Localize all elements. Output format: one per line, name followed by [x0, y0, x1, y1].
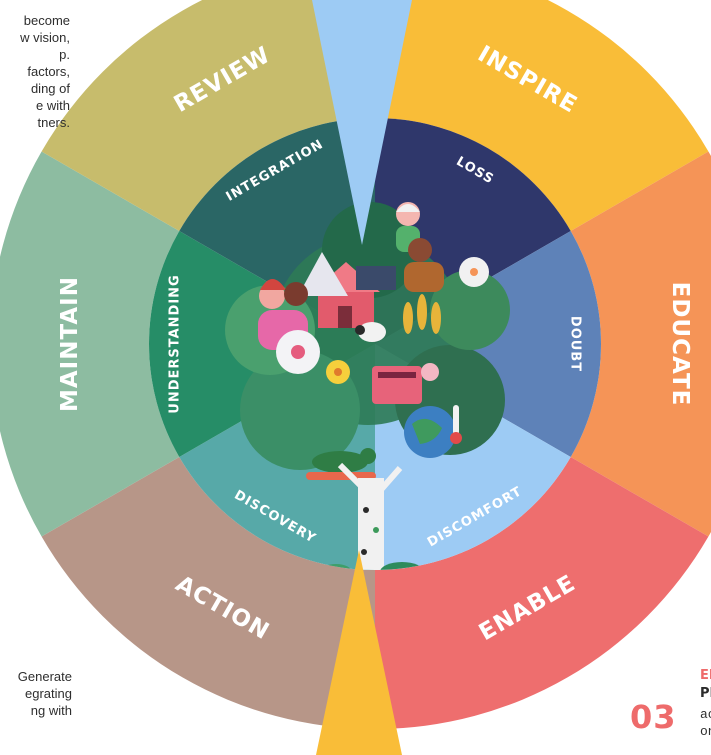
- step-subtitle: PL: [700, 686, 711, 701]
- outer_ring-label-educate: EDUCATE: [667, 282, 693, 407]
- side-text-top-left: become w vision, p. factors, ding of e w…: [20, 13, 70, 130]
- bird: [312, 451, 368, 473]
- outer-sector-inspire: [375, 0, 709, 231]
- step-body: ac on: [700, 707, 711, 739]
- thermometer: [453, 405, 459, 435]
- outer-sector-action: [41, 457, 375, 729]
- inner_ring-label-understanding: UNDERSTANDING: [168, 274, 183, 413]
- outer_ring-label-maintain: MAINTAIN: [57, 276, 83, 412]
- side-text-bottom-left: Generate egrating ng with: [17, 669, 72, 718]
- pointer-top: [312, 0, 412, 245]
- outer-ring: [0, 0, 711, 729]
- step-title: EI: [700, 668, 711, 683]
- sheep: [358, 322, 386, 342]
- wheat: [403, 294, 441, 334]
- outer-sector-educate: [570, 151, 711, 537]
- inner_ring-label-doubt: DOUBT: [568, 316, 583, 372]
- mountain: [298, 252, 348, 296]
- suitcase: [372, 366, 422, 404]
- outer-sector-review: [41, 0, 375, 231]
- pointer-bottom: [316, 550, 402, 755]
- outer-sector-enable: [375, 457, 709, 729]
- step-number: 03: [630, 698, 677, 736]
- tree-illustration: [225, 202, 510, 570]
- outer-sector-maintain: [0, 151, 180, 537]
- person-head: [284, 282, 308, 306]
